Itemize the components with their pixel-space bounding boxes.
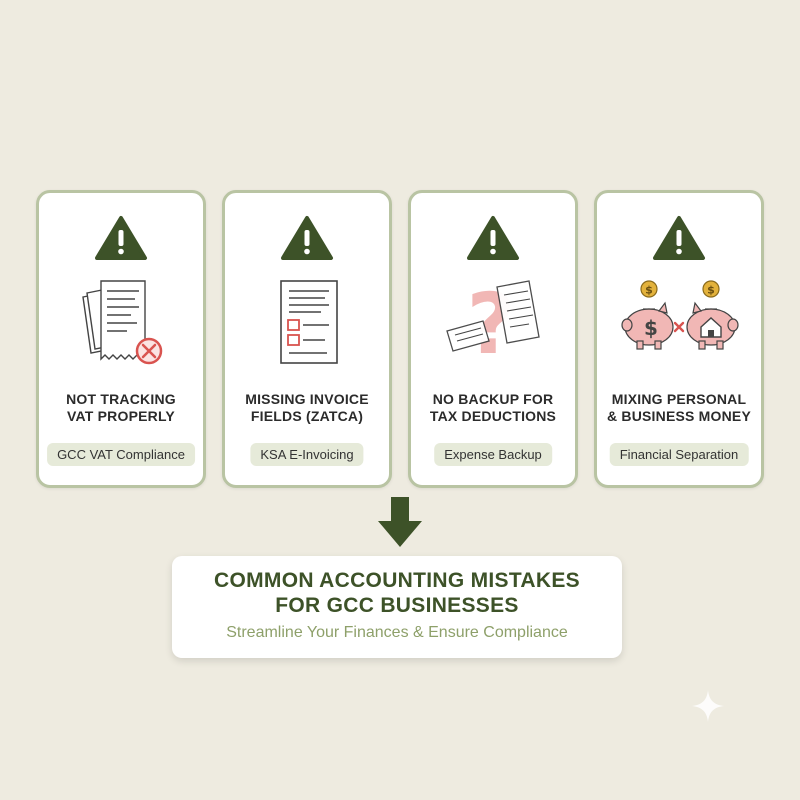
summary-banner: COMMON ACCOUNTING MISTAKES FOR GCC BUSIN…: [172, 556, 622, 658]
card-tag: GCC VAT Compliance: [47, 443, 195, 466]
card-tag: Financial Separation: [609, 443, 749, 466]
warning-icon: [467, 216, 519, 260]
piggy-banks-icon: $ $ $: [621, 280, 739, 350]
card-tag: Expense Backup: [434, 443, 552, 466]
warning-icon: [95, 216, 147, 260]
question-receipts-icon: ?: [446, 275, 540, 371]
mistake-cards: NOT TRACKING VAT PROPERLY GCC VAT Compli…: [36, 190, 764, 488]
card-title: NO BACKUP FOR TAX DEDUCTIONS: [429, 391, 557, 424]
card-title: MIXING PERSONAL & BUSINESS MONEY: [607, 391, 751, 424]
card-tax-backup: ? NO BACKUP FOR TAX DEDUCTIONS Expense B…: [408, 190, 578, 488]
banner-subtitle: Streamline Your Finances & Ensure Compli…: [226, 624, 568, 641]
invoice-checklist-icon: [280, 280, 338, 364]
banner-title: COMMON ACCOUNTING MISTAKES FOR GCC BUSIN…: [214, 569, 580, 617]
card-tag: KSA E-Invoicing: [250, 443, 364, 466]
card-title: MISSING INVOICE FIELDS (ZATCA): [245, 391, 369, 424]
warning-icon: [281, 216, 333, 260]
svg-text:$: $: [644, 316, 658, 340]
sparkle-icon: [692, 690, 724, 722]
card-invoice-fields: MISSING INVOICE FIELDS (ZATCA) KSA E-Inv…: [222, 190, 392, 488]
svg-text:$: $: [707, 284, 715, 297]
warning-icon: [653, 216, 705, 260]
card-mixing-money: $ $ $: [594, 190, 764, 488]
down-arrow-icon: [378, 497, 422, 547]
card-title: NOT TRACKING VAT PROPERLY: [66, 391, 176, 424]
receipts-with-x-icon: [82, 280, 163, 365]
svg-text:$: $: [645, 284, 653, 297]
card-vat-tracking: NOT TRACKING VAT PROPERLY GCC VAT Compli…: [36, 190, 206, 488]
